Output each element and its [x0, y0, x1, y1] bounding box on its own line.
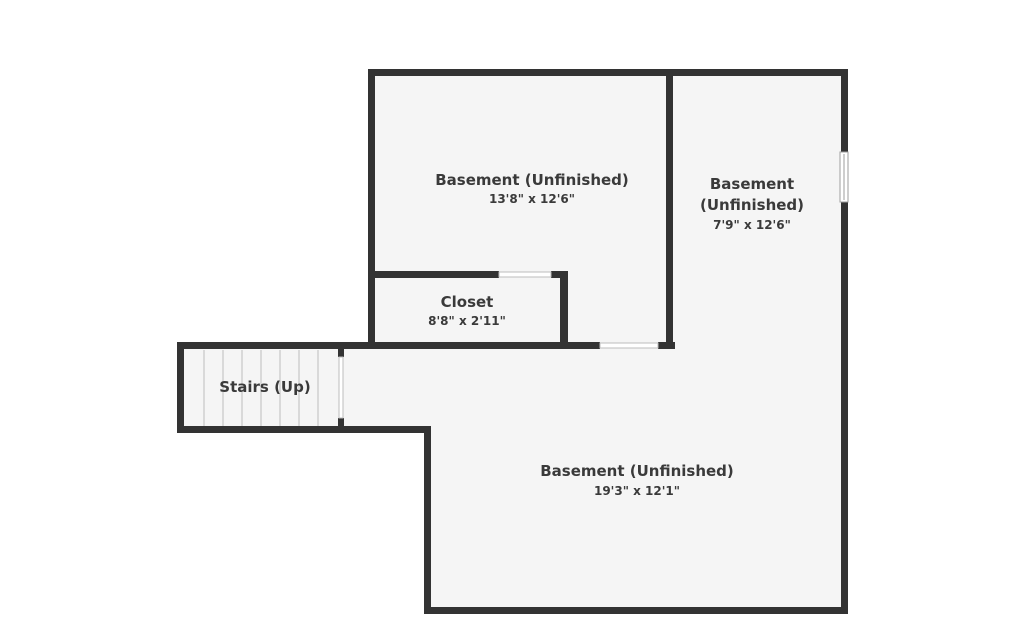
room-dims-basement-lower: 19'3" x 12'1": [594, 484, 680, 498]
wall-middle-horizontal: [340, 342, 600, 349]
wall-right: [841, 69, 848, 614]
openings: [338, 151, 849, 419]
room-label-basement-lower: Basement (Unfinished): [540, 462, 734, 480]
room-label-basement-right-line1: Basement: [710, 175, 794, 193]
room-label-basement-right-line2: (Unfinished): [700, 196, 804, 214]
wall-closet-top-right: [551, 271, 568, 278]
wall-top: [368, 69, 848, 76]
basement-door-opening: [599, 342, 659, 349]
walls: [177, 69, 848, 614]
wall-stairs-left: [177, 342, 184, 433]
wall-stairs-right-top: [338, 342, 344, 357]
wall-bottom: [424, 607, 848, 614]
closet-door-opening: [498, 271, 552, 278]
stairs-door-opening: [338, 356, 344, 419]
room-dims-basement-upper-left: 13'8" x 12'6": [489, 192, 575, 206]
wall-stairs-top: [177, 342, 345, 349]
wall-upper-left: [368, 69, 375, 349]
room-dims-closet: 8'8" x 2'11": [428, 314, 506, 328]
floor-fill: [180, 72, 845, 610]
stair-treads: [203, 350, 319, 426]
wall-stairs-bottom: [177, 426, 431, 433]
room-label-closet: Closet: [441, 293, 494, 311]
wall-interior-vertical: [666, 69, 673, 349]
wall-lower-left: [424, 426, 431, 614]
wall-closet-right: [560, 271, 568, 349]
room-label-basement-upper-left: Basement (Unfinished): [435, 171, 629, 189]
room-dims-basement-right: 7'9" x 12'6": [713, 218, 791, 232]
wall-closet-top-left: [371, 271, 499, 278]
wall-stairs-right-bottom: [338, 418, 344, 433]
room-label-stairs: Stairs (Up): [219, 378, 310, 396]
